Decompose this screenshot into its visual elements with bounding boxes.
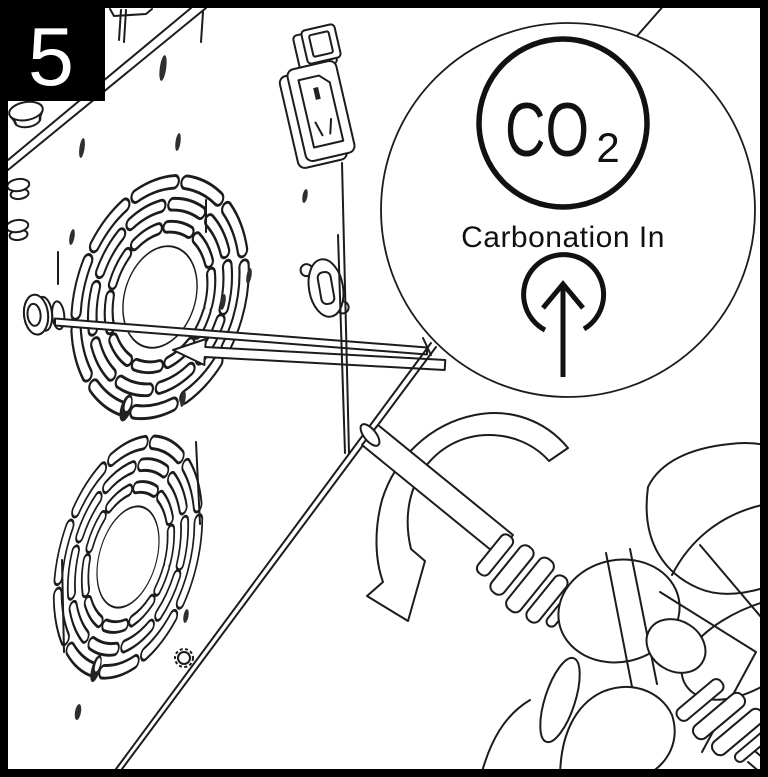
power-inlet-socket: [278, 59, 356, 169]
callout-caption: Carbonation In: [461, 221, 665, 254]
step-number: 5: [28, 10, 74, 103]
thumb: [559, 685, 676, 777]
edge-standoff-small-1: [6, 177, 31, 201]
co2-fitting-leader-line: [54, 317, 432, 356]
top-edge-segment: [636, 2, 667, 37]
power-rocker-switch: [292, 23, 342, 72]
panel-fold-edge: [337, 162, 350, 454]
appliance-back-panel: [5, 7, 356, 720]
finger-edge: [539, 656, 581, 744]
thumbscrew: [174, 648, 194, 668]
gas-label: CO: [505, 88, 589, 173]
panel-seam-lines: [57, 199, 207, 653]
edge-standoff-small-2: [5, 218, 30, 242]
panel-screw-slots: [69, 55, 308, 720]
step-number-badge: 5: [8, 8, 105, 103]
pointer-arrow-left: [172, 338, 447, 371]
gas-subscript: 2: [596, 124, 619, 171]
strap-band: [605, 548, 658, 693]
top-fan-grille: [45, 161, 271, 445]
fingertip: [645, 618, 707, 674]
callout-circle: [380, 22, 756, 398]
index-finger: [645, 441, 768, 595]
co2-symbol: CO 2: [476, 36, 650, 210]
panel-bottom-right-edge: [115, 342, 437, 770]
edge-standoff-large: [8, 100, 44, 129]
finger-crease: [671, 504, 763, 576]
oval-data-port: [299, 258, 350, 318]
palm-curve: [479, 699, 531, 777]
top-hinge-tab: [109, 8, 204, 43]
arrow-up-in-circle-icon: [521, 252, 607, 377]
hand-attaching-gas-line: [359, 423, 768, 777]
carbonation-callout: CO 2 Carbonation In: [380, 2, 756, 398]
co2-inlet-fitting: [22, 293, 66, 336]
